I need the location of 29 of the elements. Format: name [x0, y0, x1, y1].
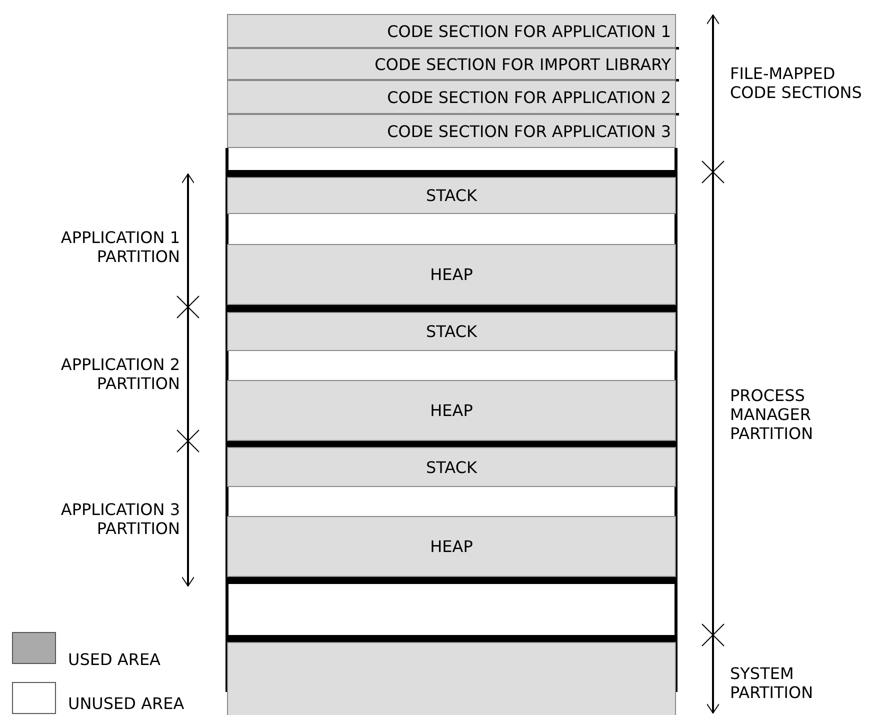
legend-label: USED AREA — [68, 650, 160, 669]
partition-label: PROCESS MANAGER PARTITION — [730, 386, 814, 443]
region-label: STACK — [426, 186, 477, 205]
partition-label: SYSTEM PARTITION — [730, 664, 814, 702]
memory-region — [227, 48, 676, 80]
region-label: HEAP — [430, 537, 473, 556]
legend-label: UNUSED AREA — [68, 694, 184, 713]
memory-region — [227, 312, 676, 351]
region-label: HEAP — [430, 265, 473, 284]
region-label: CODE SECTION FOR APPLICATION 3 — [387, 122, 671, 140]
region-label: STACK — [426, 458, 477, 476]
memory-region — [227, 14, 676, 48]
memory-region — [227, 516, 676, 577]
memory-region — [227, 114, 676, 148]
region-label: STACK — [426, 322, 477, 341]
memory-region — [227, 447, 676, 487]
partition-label: APPLICATION 1 PARTITION — [60, 228, 180, 266]
partition-label: APPLICATION 2 PARTITION — [60, 355, 180, 393]
memory-region — [227, 177, 676, 214]
memory-region — [227, 244, 676, 305]
partition-label: APPLICATION 3 PARTITION — [60, 500, 180, 538]
partition-label: FILE-MAPPED CODE SECTIONS — [730, 64, 863, 102]
memory-region — [227, 642, 676, 715]
region-label: HEAP — [430, 401, 473, 420]
memory-region — [227, 380, 676, 441]
region-label: CODE SECTION FOR IMPORT LIBRARY — [374, 54, 671, 74]
region-label: CODE SECTION FOR APPLICATION 1 — [387, 22, 671, 40]
memory-region — [227, 80, 676, 114]
region-label: CODE SECTION FOR APPLICATION 2 — [387, 88, 671, 106]
